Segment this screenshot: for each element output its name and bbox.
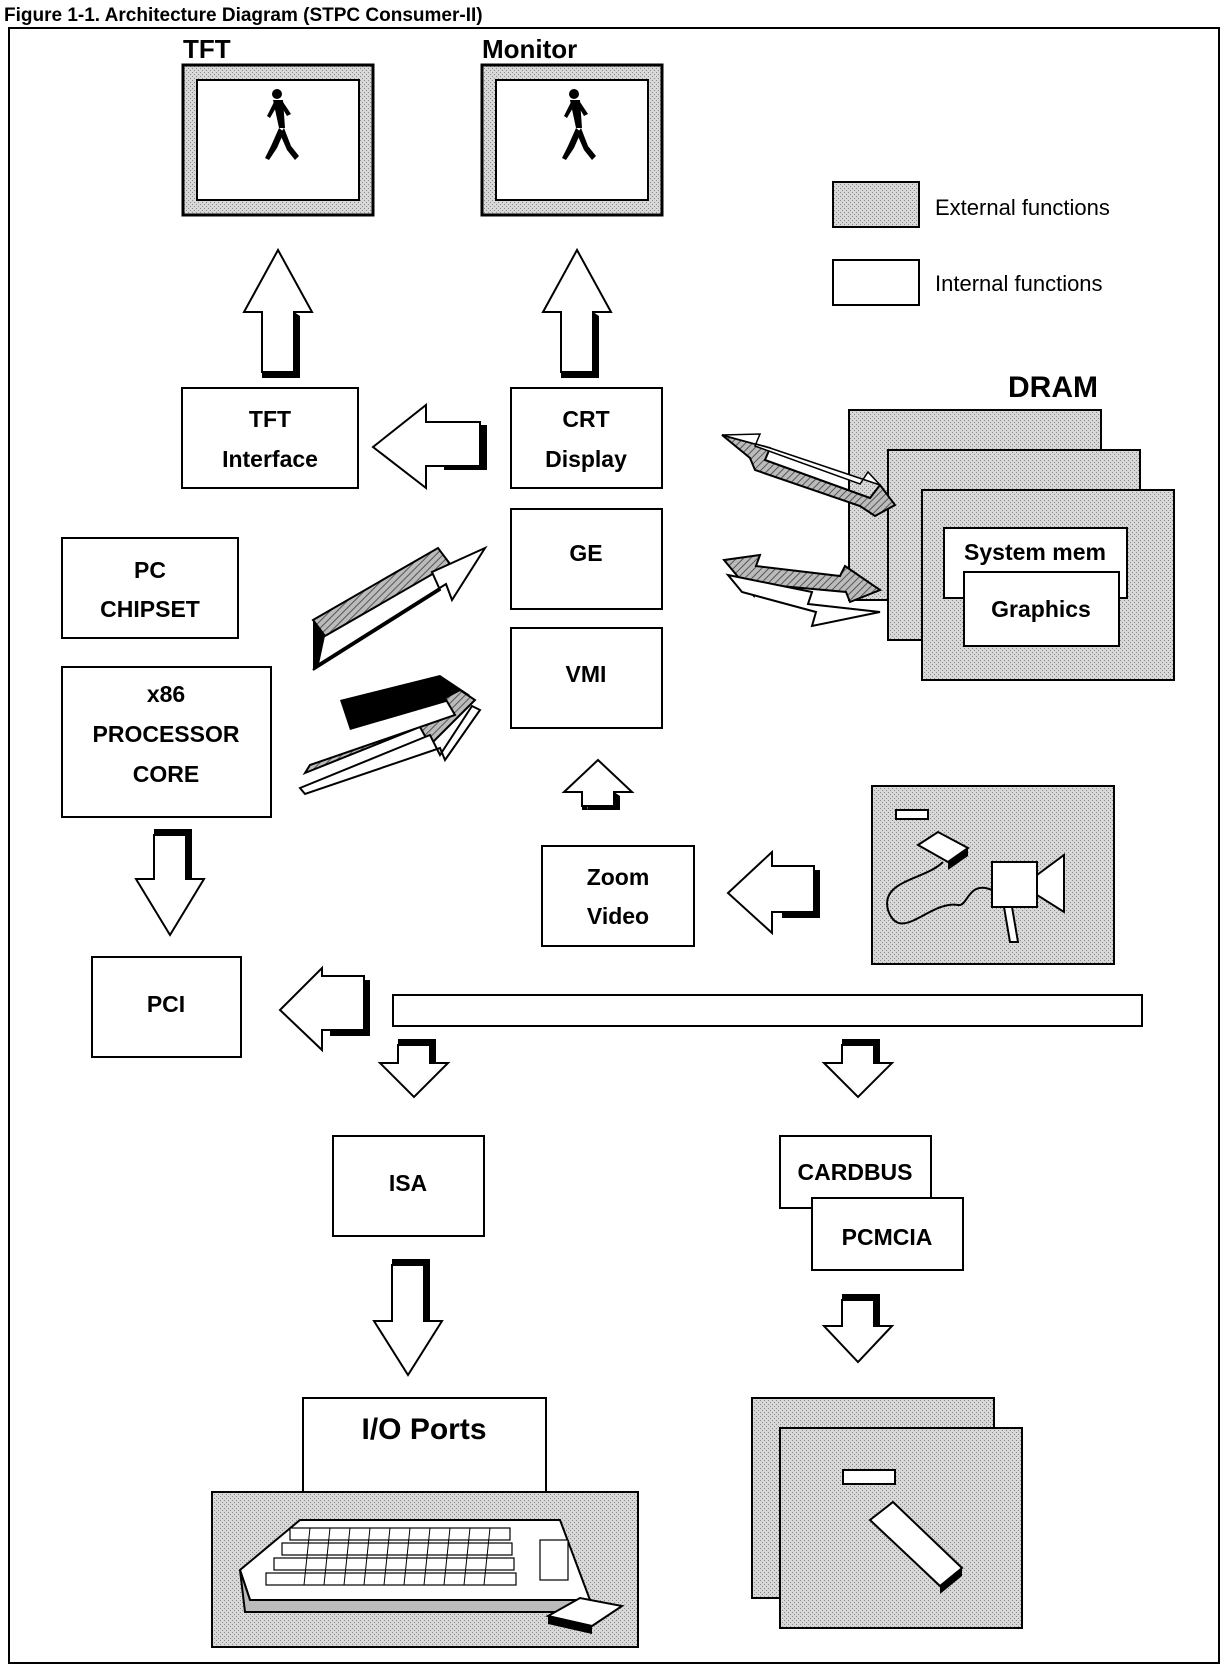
arrow-ge-to-dram-icon	[722, 553, 883, 628]
arrow-camera-to-zoom-icon	[726, 849, 820, 936]
runner-icon	[265, 89, 299, 160]
arrow-chipset-to-ge-icon	[311, 545, 488, 671]
runner-icon	[562, 89, 596, 160]
arrow-crt-to-tft-icon	[371, 402, 487, 491]
pci-label: PCI	[147, 991, 185, 1017]
graphics-box	[963, 571, 1120, 647]
x86-core-line-3: CORE	[133, 761, 199, 787]
pci-bus-bar	[392, 994, 1143, 1027]
monitor-display: Monitor	[480, 34, 664, 217]
cardbus-label: CARDBUS	[798, 1159, 913, 1185]
arrow-isa-to-io-icon	[372, 1259, 444, 1377]
pc-chipset-line-1: PC	[134, 557, 166, 583]
video-camera	[871, 785, 1115, 965]
keyboard-icon	[238, 1519, 597, 1613]
pci-block: PCI	[91, 956, 242, 1058]
crt-display-line-2: Display	[545, 446, 627, 472]
legend-internal-swatch	[832, 259, 920, 306]
arrow-core-to-pci-icon	[134, 829, 206, 937]
arrow-bus-to-isa-icon	[377, 1039, 451, 1099]
cardbus-box	[779, 1135, 932, 1209]
x86-core-block: x86 PROCESSOR CORE	[61, 666, 272, 818]
dram-stack: DRAM System mem Graphics	[848, 371, 1175, 681]
x86-core-line-1: x86	[147, 681, 185, 707]
graphics-label: Graphics	[991, 596, 1091, 622]
monitor-title: Monitor	[482, 34, 577, 64]
pc-chipset-line-2: CHIPSET	[100, 596, 200, 622]
legend-internal-label: Internal functions	[935, 271, 1103, 296]
crt-display-line-1: CRT	[562, 406, 609, 432]
crt-display-block: CRT Display	[510, 387, 663, 489]
zoom-video-block: Zoom Video	[541, 845, 695, 947]
camera-icon	[886, 809, 1065, 943]
legend: External functions Internal functions	[832, 181, 1110, 306]
tft-display: TFT	[181, 34, 375, 217]
tft-interface-block: TFT Interface	[181, 387, 359, 489]
arrow-bus-to-pci-icon	[278, 965, 370, 1053]
pcmcia-cards	[751, 1397, 1023, 1629]
io-ports-label: I/O Ports	[361, 1413, 486, 1446]
pcmcia-box	[811, 1197, 964, 1271]
arrow-core-to-vmi-icon	[298, 675, 482, 796]
legend-external-label: External functions	[935, 195, 1110, 220]
tft-interface-line-2: Interface	[222, 446, 318, 472]
tft-title: TFT	[183, 34, 231, 64]
io-ports-label-box	[302, 1397, 547, 1494]
diagram-frame	[8, 27, 1220, 1664]
system-mem-label: System mem	[964, 539, 1106, 565]
arrow-crt-to-dram-icon	[721, 433, 897, 518]
ge-block: GE	[510, 508, 663, 610]
legend-external-swatch	[832, 181, 920, 228]
isa-label: ISA	[389, 1170, 427, 1196]
pcmcia-label: PCMCIA	[842, 1224, 933, 1250]
arrow-up-to-monitor-icon	[541, 247, 613, 378]
mouse-icon	[545, 1596, 625, 1634]
card-icon	[842, 1469, 964, 1594]
io-ports: I/O Ports	[211, 1397, 639, 1648]
zoom-video-line-2: Video	[587, 903, 649, 929]
arrow-pcmcia-to-cards-icon	[821, 1294, 895, 1364]
vmi-block: VMI	[510, 627, 663, 729]
tft-interface-line-1: TFT	[249, 406, 291, 432]
isa-block: ISA	[332, 1135, 485, 1237]
pc-chipset-block: PC CHIPSET	[61, 537, 239, 639]
arrow-bus-to-cardbus-icon	[821, 1039, 895, 1099]
arrow-up-to-tft-icon	[242, 247, 314, 378]
ge-label: GE	[569, 540, 602, 566]
x86-core-line-2: PROCESSOR	[93, 721, 240, 747]
zoom-video-line-1: Zoom	[587, 864, 650, 890]
figure-caption: Figure 1-1. Architecture Diagram (STPC C…	[4, 5, 483, 26]
vmi-label: VMI	[566, 661, 607, 687]
arrow-zoom-to-vmi-icon	[561, 758, 635, 810]
dram-title: DRAM	[1008, 371, 1098, 404]
cardbus-pcmcia-blocks: CARDBUS PCMCIA	[779, 1135, 964, 1271]
